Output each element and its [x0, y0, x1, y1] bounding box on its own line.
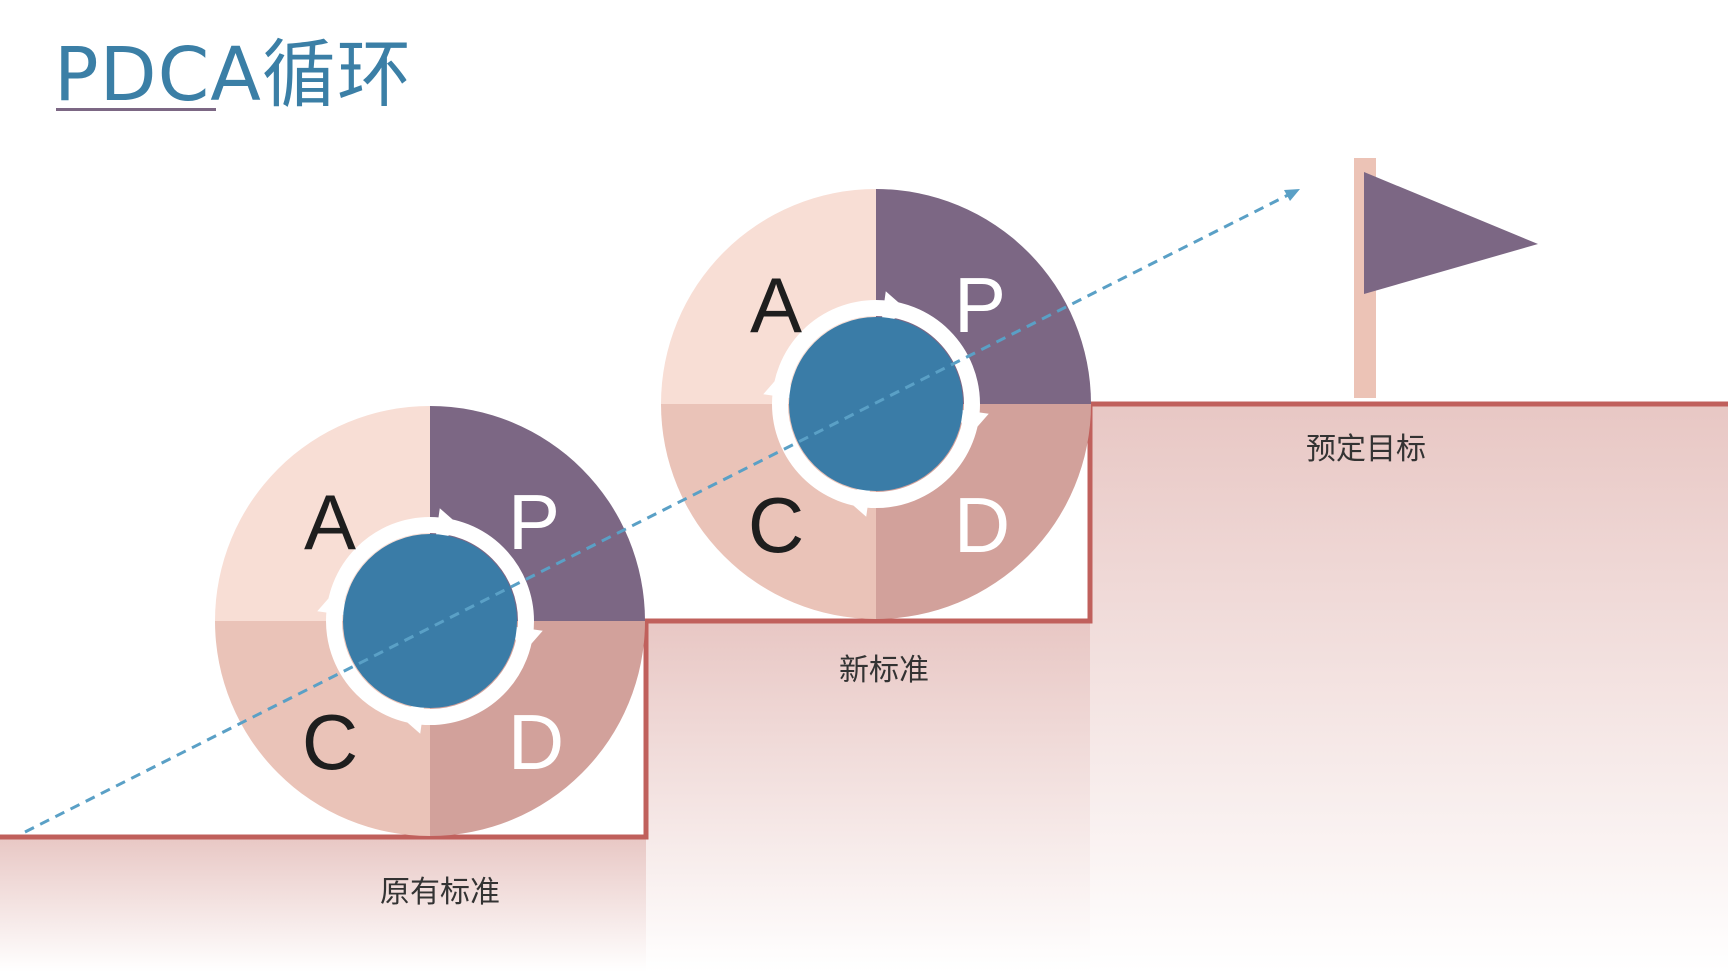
dashed-arrow-icon — [24, 189, 1300, 834]
cycle-arrowhead — [955, 409, 989, 438]
stair-fill-3 — [1090, 404, 1728, 972]
letter-a: A — [304, 478, 356, 566]
page-title: PDCA循环 — [54, 32, 412, 118]
step-label-goal: 预定目标 — [1306, 432, 1426, 467]
cycle-arrowhead — [396, 700, 425, 734]
cycle-arrowhead — [509, 626, 543, 655]
cycles-layer: A P C D A P C D — [215, 189, 1091, 836]
cycle-center — [343, 534, 517, 708]
letter-d: D — [508, 698, 564, 786]
cycle-ring — [772, 300, 980, 508]
cycle-ring — [326, 517, 534, 725]
stair-fill-1 — [0, 837, 646, 972]
letter-c: C — [748, 481, 804, 569]
letter-d: D — [954, 481, 1010, 569]
cycle-arrowhead — [881, 291, 910, 325]
letter-p: P — [508, 478, 560, 566]
pdca-cycle-1: A P C D — [215, 406, 645, 836]
letter-c: C — [302, 698, 358, 786]
pdca-cycle-2: A P C D — [661, 189, 1091, 619]
cycle-arrowhead — [763, 370, 797, 399]
cycle-arrowhead — [435, 508, 464, 542]
stair-fill-2 — [646, 621, 1090, 972]
cycle-arrowhead — [842, 483, 871, 517]
stair-fills — [0, 404, 1728, 972]
title-underline — [56, 108, 216, 111]
trend-line — [24, 192, 1291, 834]
flag-banner — [1364, 172, 1538, 294]
trend-arrowhead — [1284, 189, 1300, 201]
letter-p: P — [954, 261, 1006, 349]
step-label-new: 新标准 — [839, 653, 929, 688]
stair-outline — [0, 401, 1728, 840]
flag-icon — [1354, 158, 1538, 398]
cycle-arrowhead — [317, 587, 351, 616]
letter-a: A — [750, 261, 802, 349]
circular-arrows-icon — [763, 291, 989, 517]
step-label-original: 原有标准 — [380, 875, 500, 910]
circular-arrows-icon — [317, 508, 543, 734]
